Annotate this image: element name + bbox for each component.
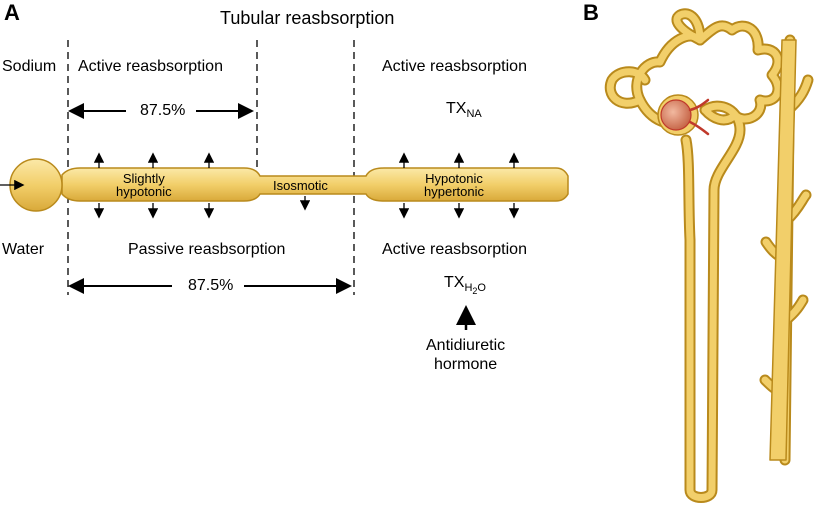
water-tx-sub-2: 2 <box>472 286 478 297</box>
percent-arrows <box>68 103 352 294</box>
panel-a-label: A <box>4 0 20 25</box>
segment-3-line-1: Hypotonic <box>425 171 483 186</box>
segment-3-line-2: hypertonic <box>424 184 484 199</box>
sodium-left-text: Active reasbsorption <box>78 58 223 75</box>
sodium-row-label: Sodium <box>2 58 57 75</box>
sodium-left-percent: 87.5% <box>140 102 186 119</box>
sodium-tx-main: TX <box>446 100 467 117</box>
water-tx-sub-h: H <box>464 282 473 295</box>
segment-2-label: Isosmotic <box>273 178 328 193</box>
glomerulus <box>660 99 692 131</box>
water-tx-main: TX <box>444 274 465 291</box>
adh-line-1: Antidiuretic <box>426 337 506 354</box>
segment-dividers <box>67 40 355 295</box>
segment-1-line-1: Slightly <box>122 171 165 186</box>
tubule <box>9 158 569 212</box>
sodium-right-text: Active reasbsorption <box>382 58 527 75</box>
sodium-tx-sub: NA <box>466 108 482 121</box>
water-left-percent: 87.5% <box>188 277 234 294</box>
water-right-text: Active reasbsorption <box>382 241 527 258</box>
nephron <box>604 8 814 503</box>
segment-1-line-2: hypotonic <box>116 184 172 199</box>
water-tx-sub-o: O <box>477 282 486 295</box>
diagram-title: Tubular reasbsorption <box>220 8 395 28</box>
water-tx-symbol: TXH2O <box>444 274 486 296</box>
transport-arrows <box>93 152 520 219</box>
segment-1-label: Slightly hypotonic <box>116 172 172 198</box>
water-row-label: Water <box>2 241 45 258</box>
water-left-text: Passive reasbsorption <box>128 241 286 258</box>
adh-label: Antidiuretic hormone <box>426 336 505 374</box>
sodium-tx-symbol: TXNA <box>446 100 482 120</box>
adh-line-2: hormone <box>434 356 498 373</box>
segment-3-label: Hypotonic hypertonic <box>424 172 484 198</box>
panel-b-label: B <box>583 0 599 25</box>
